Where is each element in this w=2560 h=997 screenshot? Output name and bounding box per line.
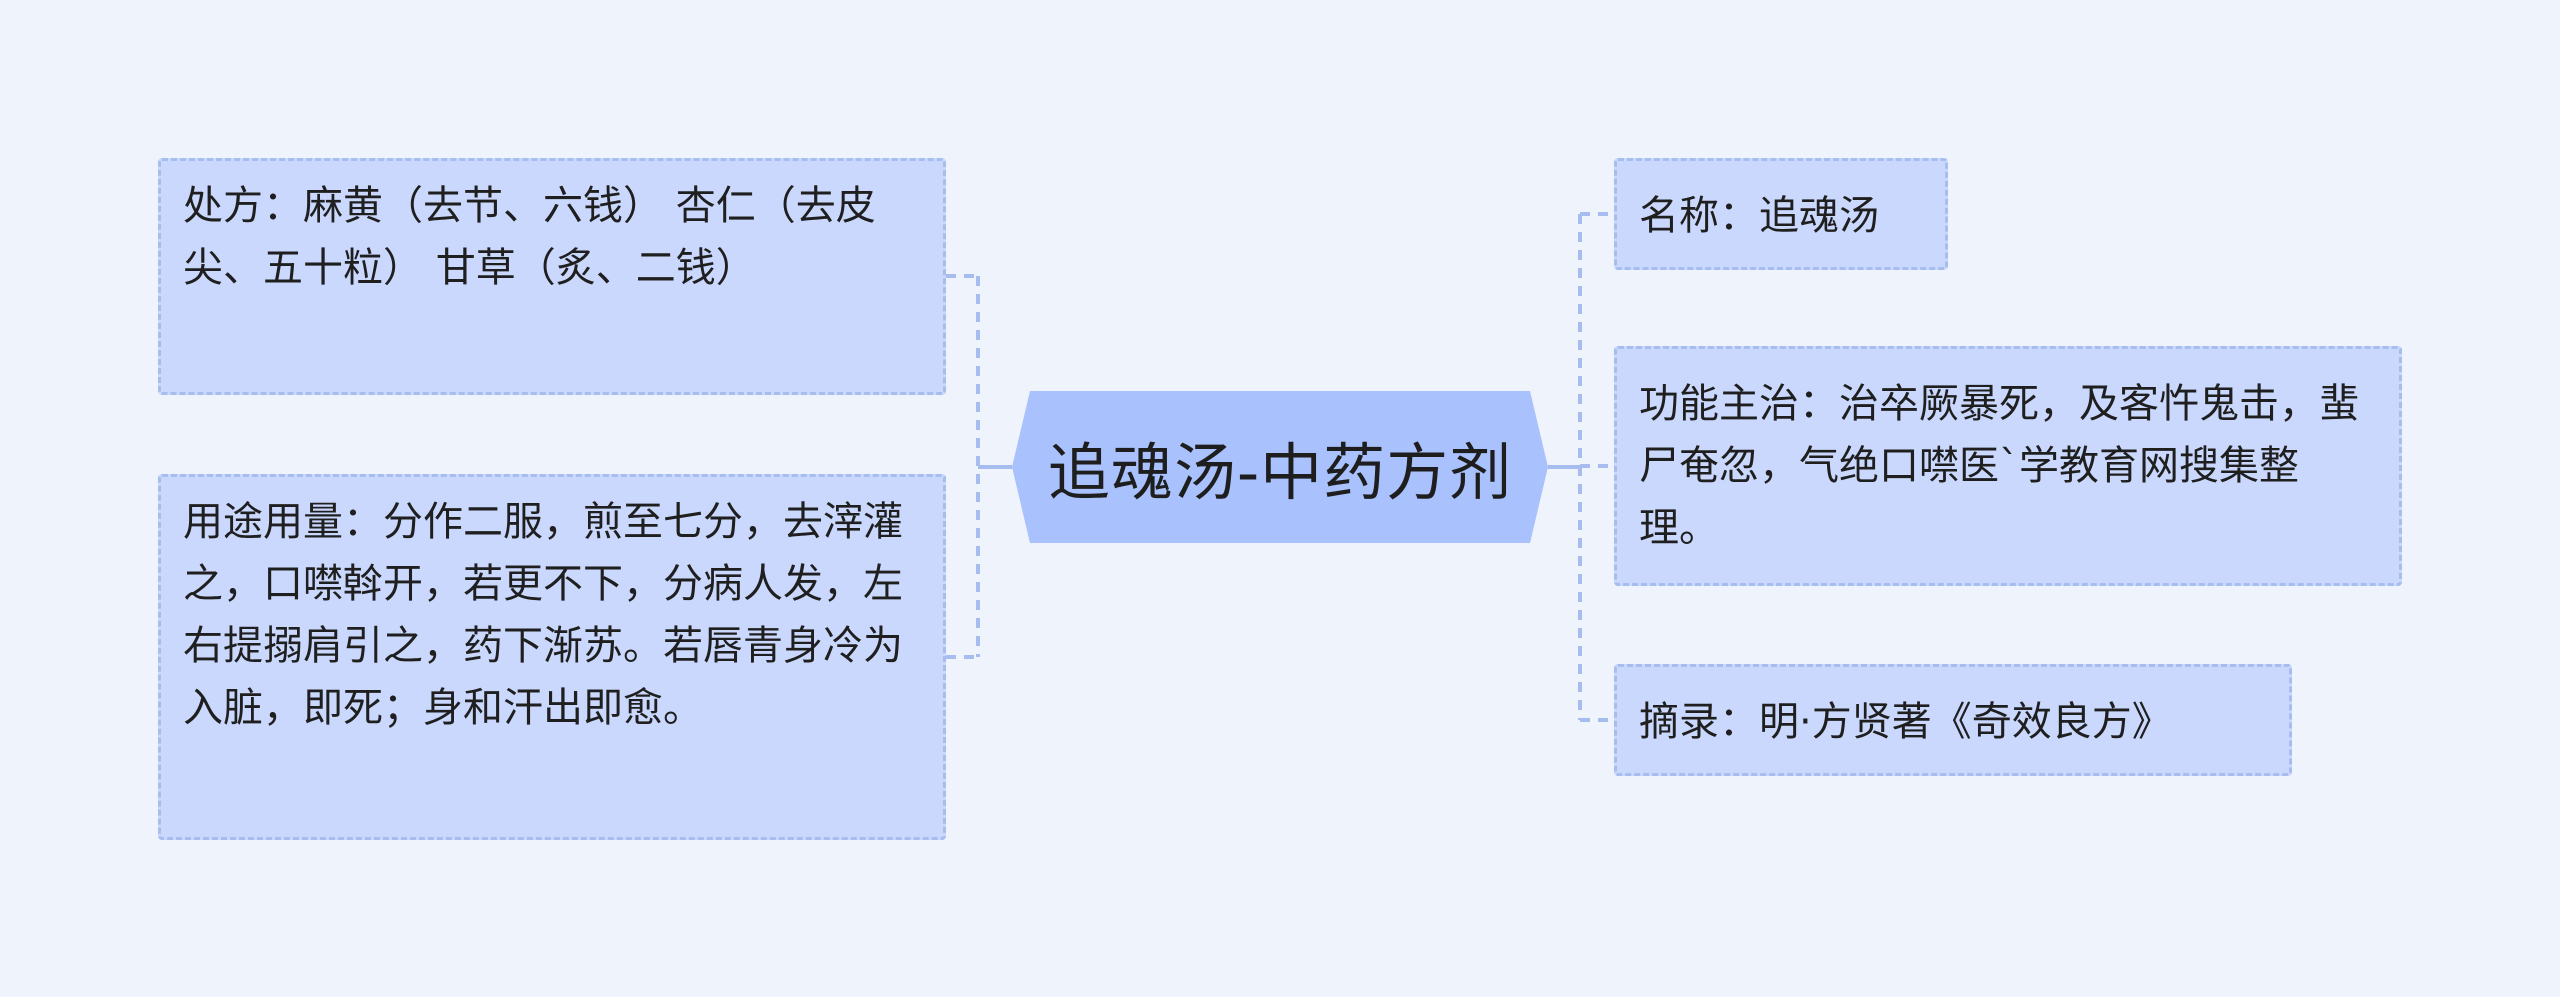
node-function-indication[interactable]: 功能主治：治卒厥暴死，及客忤鬼击，蜚尸奄忽，气绝口噤医`学教育网搜集整理。 — [1614, 346, 2402, 586]
center-topic[interactable]: 追魂汤-中药方剂 — [1012, 391, 1548, 543]
node-usage-dosage[interactable]: 用途用量：分作二服，煎至七分，去滓灌之，口噤斡开，若更不下，分病人发，左右提搦肩… — [158, 474, 946, 840]
node-source[interactable]: 摘录：明·方贤著《奇效良方》 — [1614, 664, 2292, 776]
center-title: 追魂汤-中药方剂 — [1047, 436, 1513, 509]
node-name[interactable]: 名称：追魂汤 — [1614, 158, 1948, 270]
node-prescription[interactable]: 处方：麻黄（去节、六钱） 杏仁（去皮尖、五十粒） 甘草（炙、二钱） — [158, 158, 946, 395]
center-hexagon — [1012, 391, 1548, 543]
